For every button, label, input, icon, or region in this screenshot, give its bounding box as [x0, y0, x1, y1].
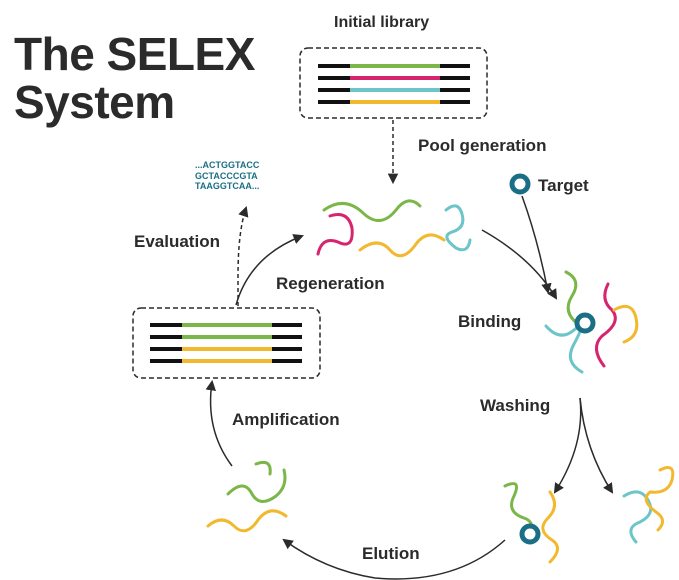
- title-line-2: System: [14, 76, 175, 128]
- washing-arrow-discarded: [579, 397, 614, 494]
- target-arrow: [521, 195, 552, 295]
- initial-library-label: Initial library: [334, 14, 430, 31]
- regeneration-label: Regeneration: [276, 274, 385, 293]
- pool-generation-label: Pool generation: [418, 136, 547, 155]
- sequence-readout: ...ACTGGTACC GCTACCCGTA TAAGGTCAA...: [195, 160, 259, 192]
- evaluation-label: Evaluation: [134, 232, 220, 251]
- amplification-label: Amplification: [232, 410, 340, 429]
- elution-label: Elution: [362, 544, 420, 563]
- target-label: Target: [538, 176, 589, 195]
- evaluation-arrow: [237, 206, 249, 306]
- binding-label: Binding: [458, 312, 522, 331]
- washing-arrow-retained: [553, 397, 582, 494]
- page-title: The SELEX System: [14, 30, 255, 126]
- title-line-1: The SELEX: [14, 28, 255, 80]
- bound-oligos: [503, 482, 559, 564]
- sequence-line-2: GCTACCCGTA: [195, 170, 258, 181]
- target-bead-icon: [509, 173, 531, 195]
- amplification-arrow: [205, 379, 233, 467]
- discarded-oligos: [622, 466, 675, 544]
- eluted-oligos: [206, 460, 288, 533]
- regeneration-arrow: [235, 234, 304, 306]
- amplified-library-box: [132, 307, 321, 379]
- sequence-line-1: ...ACTGGTACC: [195, 160, 260, 170]
- washing-label: Washing: [480, 396, 551, 415]
- binding-cluster: [544, 270, 639, 374]
- binding-arrow: [481, 229, 558, 300]
- oligo-pool: [316, 199, 472, 258]
- sequence-line-3: TAAGGTCAA...: [195, 181, 260, 191]
- initial-library-box: [299, 47, 488, 119]
- elution-arrow: [282, 538, 506, 580]
